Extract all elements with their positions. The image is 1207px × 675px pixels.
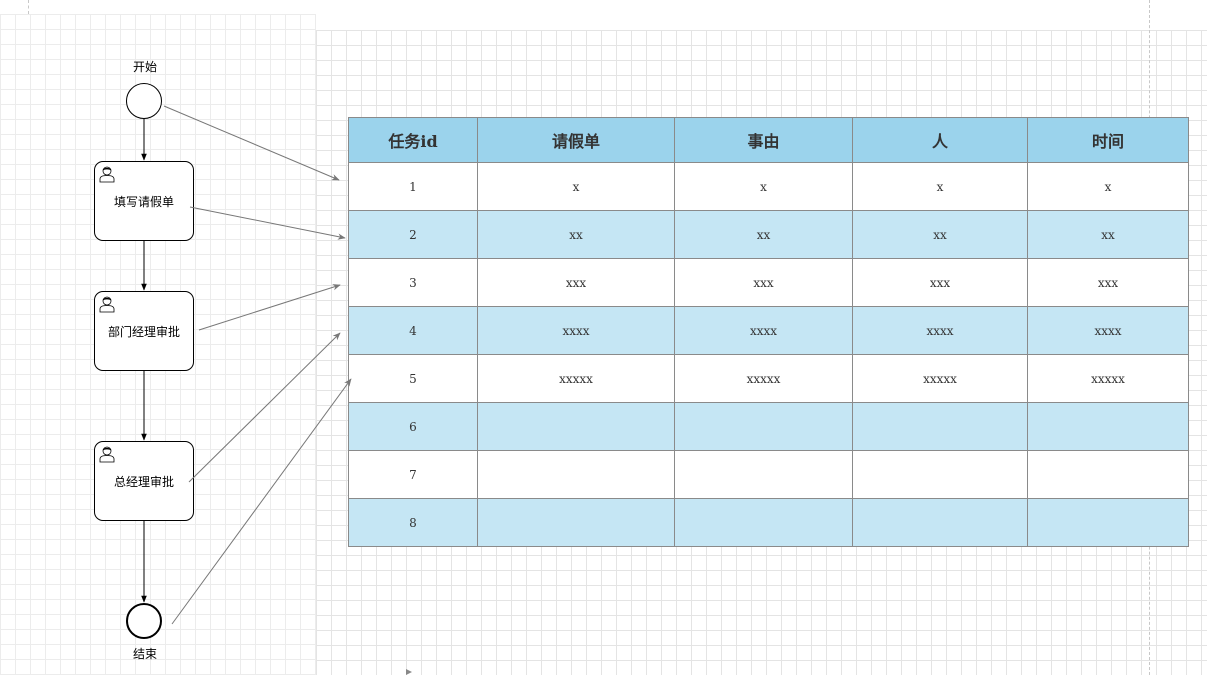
table-cell[interactable]: 3 (348, 258, 478, 307)
table-cell[interactable]: xxxxx (674, 354, 853, 403)
table-cell[interactable]: 8 (348, 498, 478, 547)
user-icon (99, 446, 115, 463)
table-cell[interactable]: 2 (348, 210, 478, 259)
table-cell[interactable]: xxx (477, 258, 675, 307)
table-cell[interactable]: x (674, 162, 853, 211)
task-fill-leave-form[interactable]: 填写请假单 (94, 161, 194, 241)
task-label: 部门经理审批 (107, 324, 180, 339)
table-row: 1 x x x x (348, 162, 1189, 211)
table-cell[interactable] (477, 498, 675, 547)
user-icon (99, 296, 115, 313)
table-cell[interactable]: 7 (348, 450, 478, 499)
page-boundary-line-top (28, 0, 29, 14)
table-row: 5 xxxxx xxxxx xxxxx xxxxx (348, 354, 1189, 403)
task-department-manager-approval[interactable]: 部门经理审批 (94, 291, 194, 371)
table-cell[interactable]: xxxx (852, 306, 1028, 355)
table-cell[interactable] (674, 450, 853, 499)
table-cell[interactable] (674, 402, 853, 451)
table-cell[interactable]: xxxxx (477, 354, 675, 403)
table-cell[interactable] (852, 498, 1028, 547)
table-cell[interactable]: xxxx (1027, 306, 1189, 355)
column-header-person[interactable]: 人 (852, 117, 1028, 163)
table-cell[interactable] (852, 450, 1028, 499)
table-cell[interactable]: 5 (348, 354, 478, 403)
table-row: 4 xxxx xxxx xxxx xxxx (348, 306, 1189, 355)
table-cell[interactable]: 4 (348, 306, 478, 355)
table-cell[interactable]: x (1027, 162, 1189, 211)
table-cell[interactable]: xxxxx (1027, 354, 1189, 403)
task-data-table: 任务id 请假单 事由 人 时间 1 x x x x 2 xx xx xx xx (348, 117, 1189, 547)
table-cell[interactable]: xxxx (477, 306, 675, 355)
table-cell[interactable]: xxx (1027, 258, 1189, 307)
table-cell[interactable]: xx (674, 210, 853, 259)
table-cell[interactable] (1027, 450, 1189, 499)
table-cell[interactable]: 6 (348, 402, 478, 451)
table-cell[interactable] (1027, 402, 1189, 451)
column-header-time[interactable]: 时间 (1027, 117, 1189, 163)
task-general-manager-approval[interactable]: 总经理审批 (94, 441, 194, 521)
table-cell[interactable]: xxxxx (852, 354, 1028, 403)
table-cell[interactable] (852, 402, 1028, 451)
table-cell[interactable]: xxx (852, 258, 1028, 307)
table-cell[interactable] (477, 402, 675, 451)
table-cell[interactable] (674, 498, 853, 547)
table-cell[interactable] (477, 450, 675, 499)
table-cell[interactable]: xx (477, 210, 675, 259)
column-header-task-id[interactable]: 任务id (348, 117, 478, 163)
column-header-leave-form[interactable]: 请假单 (477, 117, 675, 163)
table-cell[interactable]: xxxx (674, 306, 853, 355)
table-row: 6 (348, 402, 1189, 451)
table-row: 3 xxx xxx xxx xxx (348, 258, 1189, 307)
table-cell[interactable]: xx (852, 210, 1028, 259)
table-cell[interactable]: xx (1027, 210, 1189, 259)
table-cell[interactable]: x (477, 162, 675, 211)
start-event[interactable] (126, 83, 162, 119)
end-event-label: 结束 (133, 647, 158, 661)
table-cell[interactable]: xxx (674, 258, 853, 307)
user-icon (99, 166, 115, 183)
table-row: 8 (348, 498, 1189, 547)
table-header-row: 任务id 请假单 事由 人 时间 (348, 117, 1189, 163)
column-header-reason[interactable]: 事由 (674, 117, 853, 163)
start-event-label: 开始 (133, 60, 158, 74)
table-row: 7 (348, 450, 1189, 499)
table-row: 2 xx xx xx xx (348, 210, 1189, 259)
end-event[interactable] (126, 603, 162, 639)
table-cell[interactable] (1027, 498, 1189, 547)
table-cell[interactable]: x (852, 162, 1028, 211)
table-cell[interactable]: 1 (348, 162, 478, 211)
task-label: 总经理审批 (113, 474, 174, 489)
task-label: 填写请假单 (113, 194, 174, 209)
